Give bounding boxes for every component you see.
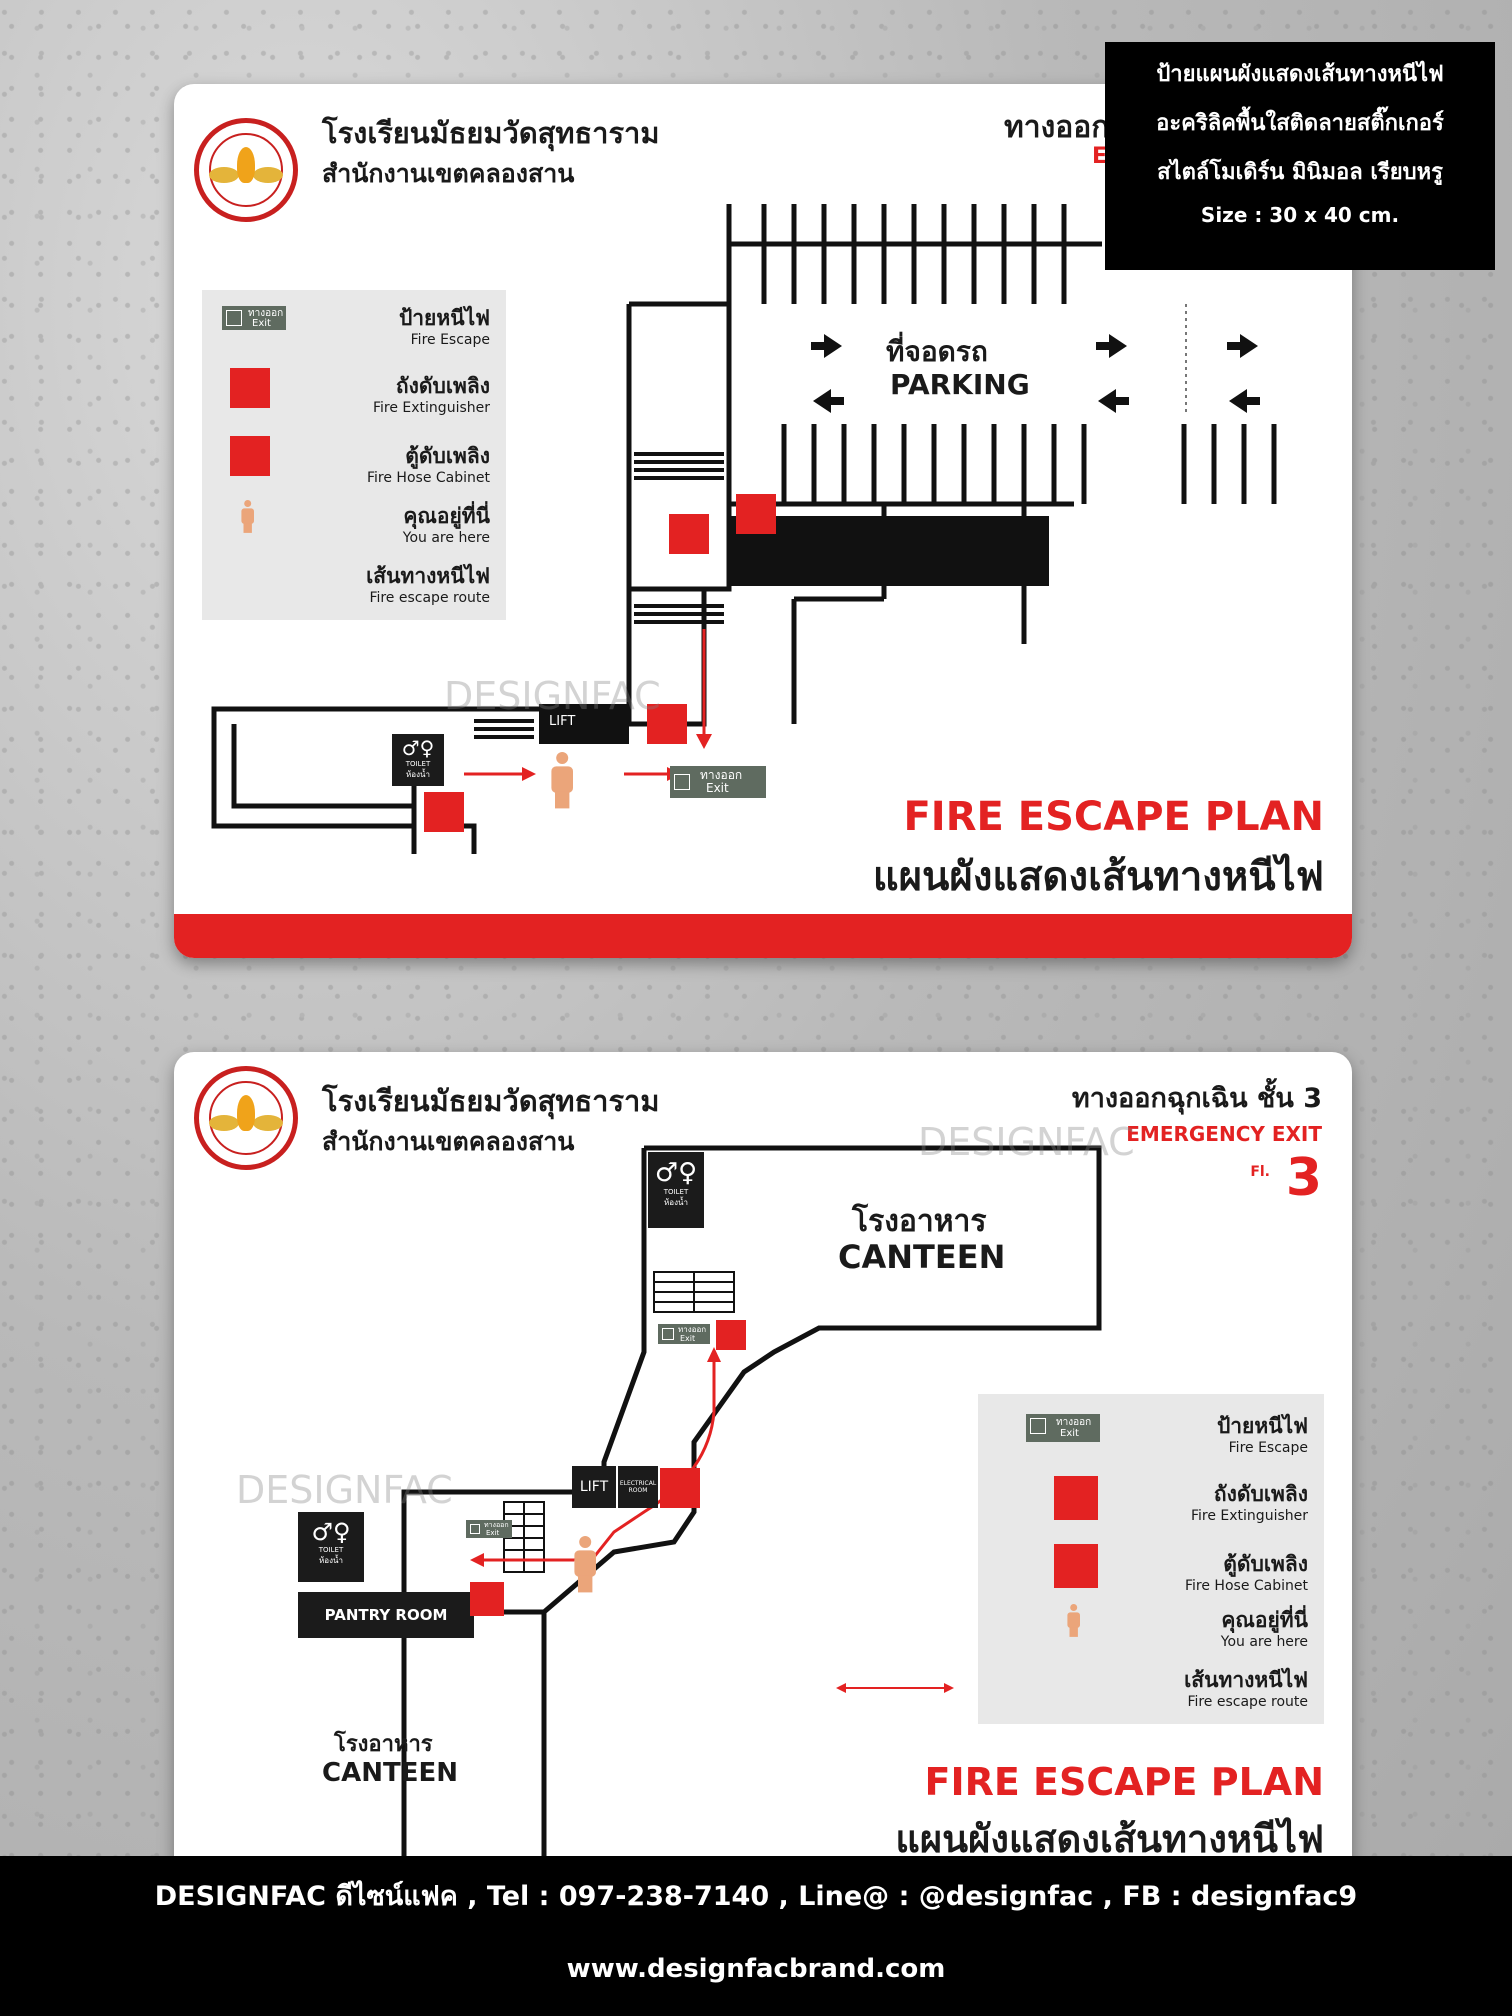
- hose-cabinet-icon: [1054, 1544, 1098, 1588]
- toilet-sign: ♂♀ TOILET ห้องน้ำ: [392, 734, 444, 786]
- toilet-icon: ♂♀: [311, 1518, 351, 1546]
- pantry-room: PANTRY ROOM: [298, 1592, 474, 1638]
- lift-label: LIFT: [579, 1479, 609, 1495]
- extinguisher-icon: [230, 368, 270, 408]
- extinguisher-icon: [470, 1582, 504, 1616]
- extinguisher-icon: [716, 1320, 746, 1350]
- hose-cabinet-icon: [647, 704, 687, 744]
- watermark: DESIGNFAC: [236, 1468, 453, 1512]
- electrical-room: ELECTRICAL ROOM: [618, 1466, 658, 1508]
- plan-title-en: FIRE ESCAPE PLAN: [903, 794, 1324, 840]
- school-name: โรงเรียนมัธยมวัดสุทธาราม: [322, 116, 660, 150]
- website-link[interactable]: www.designfacbrand.com: [566, 1954, 946, 1984]
- parking-label-en: PARKING: [890, 368, 1030, 401]
- school-seal-logo: [194, 118, 298, 222]
- canteen-label-th: โรงอาหาร: [334, 1732, 433, 1757]
- toilet-icon: ♂♀: [401, 736, 435, 760]
- toilet-sign: ♂♀ TOILET ห้องน้ำ: [648, 1152, 704, 1228]
- legend-item-extinguisher: ถังดับเพลิง Fire Extinguisher: [978, 1474, 1324, 1534]
- plan-title-en: FIRE ESCAPE PLAN: [924, 1760, 1324, 1804]
- toilet-sign: ♂♀ TOILET ห้องน้ำ: [298, 1512, 364, 1582]
- hose-cabinet-icon: [660, 1468, 700, 1508]
- watermark: DESIGNFAC: [444, 674, 661, 718]
- watermark: DESIGNFAC: [918, 1120, 1135, 1164]
- emergency-exit-header: ทางออกฉุกเฉิน ชั้น 3: [1071, 1083, 1322, 1114]
- exit-header-en: E: [1092, 144, 1108, 169]
- legend-item-extinguisher: ถังดับเพลิง Fire Extinguisher: [202, 366, 506, 426]
- plan-title-th: แผนผังแสดงเส้นทางหนีไฟ: [895, 1817, 1324, 1861]
- extinguisher-icon: [669, 514, 709, 554]
- canteen-label-th: โรงอาหาร: [852, 1204, 987, 1239]
- product-line-1: ป้ายแผนผังแสดงเส้นทางหนีไฟ: [1156, 62, 1444, 87]
- floor-label: Fl.: [1250, 1164, 1270, 1180]
- exit-header: ทางออก: [1004, 110, 1110, 145]
- legend-item-you-are-here: คุณอยู่ที่นี่ You are here: [202, 496, 506, 556]
- floor-plan-map: [174, 204, 1352, 958]
- product-size: Size : 30 x 40 cm.: [1200, 203, 1400, 227]
- legend-item-escape-route: เส้นทางหนีไฟ Fire escape route: [1184, 1668, 1308, 1710]
- school-seal-logo: [194, 1066, 298, 1170]
- fire-escape-sign-bottom: โรงเรียนมัธยมวัดสุทธาราม สำนักงานเขตคลอง…: [174, 1052, 1352, 1992]
- plan-title-th: แผนผังแสดงเส้นทางหนีไฟ: [872, 854, 1324, 900]
- legend-item-hose-cabinet: ตู้ดับเพลิง Fire Hose Cabinet: [978, 1544, 1324, 1604]
- legend-item-you-are-here: คุณอยู่ที่นี่ You are here: [978, 1600, 1324, 1660]
- school-office: สำนักงานเขตคลองสาน: [322, 1127, 575, 1156]
- legend-item-hose-cabinet: ตู้ดับเพลิง Fire Hose Cabinet: [202, 436, 506, 496]
- school-office: สำนักงานเขตคลองสาน: [322, 159, 575, 188]
- school-name: โรงเรียนมัธยมวัดสุทธาราม: [322, 1084, 660, 1118]
- canteen-label-en: CANTEEN: [838, 1238, 1006, 1276]
- footer-bar: DESIGNFAC ดีไซน์แฟค , Tel : 097-238-7140…: [0, 1856, 1512, 2016]
- extinguisher-icon: [736, 494, 776, 534]
- canteen-label-en: CANTEEN: [322, 1758, 458, 1788]
- contact-line: DESIGNFAC ดีไซน์แฟค , Tel : 097-238-7140…: [154, 1881, 1358, 1912]
- lift-box: LIFT: [572, 1466, 616, 1508]
- hose-cabinet-icon: [230, 436, 270, 476]
- emergency-exit-header-en: EMERGENCY EXIT: [1126, 1122, 1322, 1146]
- extinguisher-icon: [1054, 1476, 1098, 1520]
- floor-number: 3: [1285, 1148, 1322, 1208]
- extinguisher-icon: [424, 792, 464, 832]
- toilet-icon: ♂♀: [654, 1158, 698, 1188]
- legend-item-escape-route: เส้นทางหนีไฟ Fire escape route: [366, 564, 490, 606]
- product-line-2: อะคริลิคพื้นใสติดลายสติ๊กเกอร์: [1156, 111, 1444, 136]
- lift-label: LIFT: [549, 714, 576, 729]
- parking-label-th: ที่จอดรถ: [886, 335, 988, 368]
- product-info-card: ป้ายแผนผังแสดงเส้นทางหนีไฟ อะคริลิคพื้นใ…: [1105, 42, 1495, 270]
- product-line-3: สไตล์โมเดิร์น มินิมอล เรียบหรู: [1157, 160, 1443, 185]
